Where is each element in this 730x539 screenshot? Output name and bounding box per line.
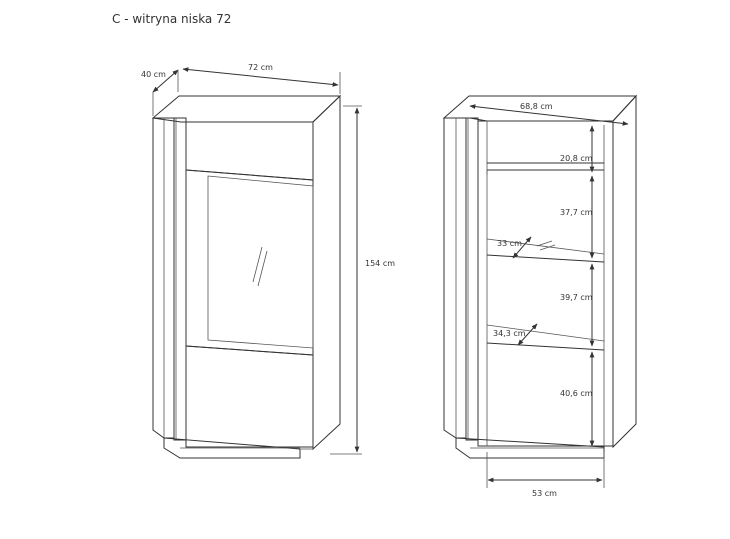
interior-plinth <box>455 437 605 459</box>
diagram-title: C - witryna niska 72 <box>112 12 232 26</box>
shelf-1-label: 20,8 cm <box>560 154 593 163</box>
cabinet-interior-view <box>442 94 638 459</box>
dimension-shelf-depth-upper: 33 cm <box>497 236 532 259</box>
shelf-depth-lower-label: 34,3 cm <box>493 329 526 338</box>
glass-reflection-icon <box>252 246 263 283</box>
dimension-shelf-1: 20,8 cm <box>560 125 595 173</box>
cabinet-plinth <box>163 437 301 459</box>
glass-door <box>185 169 314 356</box>
dimension-inner-width: 68,8 cm <box>469 102 629 126</box>
cabinet-right-side <box>312 94 341 451</box>
dimension-depth: 40 cm <box>141 69 179 116</box>
dimension-shelf-depth-lower: 34,3 cm <box>493 323 538 346</box>
shelf-depth-upper-label: 33 cm <box>497 239 522 248</box>
inner-width-label: 68,8 cm <box>520 102 553 111</box>
shelf-3 <box>486 324 605 351</box>
cabinet-front <box>185 121 314 448</box>
base-width-label: 53 cm <box>532 489 557 498</box>
shelf-glass-icon <box>536 240 553 247</box>
shelf-2 <box>486 238 605 263</box>
interior-left-panel <box>443 117 467 439</box>
dimension-shelf-2: 37,7 cm <box>560 175 595 259</box>
cabinet-left-panel <box>152 117 175 439</box>
dimension-shelf-4: 40,6 cm <box>560 351 595 447</box>
dimension-base-width: 53 cm <box>486 452 605 498</box>
height-label: 154 cm <box>365 259 395 268</box>
dimension-height: 154 cm <box>330 105 395 455</box>
dimension-width: 72 cm <box>182 63 341 94</box>
width-label: 72 cm <box>248 63 273 72</box>
glass-pane <box>207 175 314 349</box>
shelf-1 <box>486 162 604 175</box>
dimension-shelf-3: 39,7 cm <box>560 263 595 347</box>
depth-label: 40 cm <box>141 70 166 79</box>
lower-door-divider <box>185 345 314 356</box>
interior-right-side <box>612 94 637 449</box>
shelf-2-label: 37,7 cm <box>560 208 593 217</box>
shelf-4-label: 40,6 cm <box>560 389 593 398</box>
shelf-3-label: 39,7 cm <box>560 293 593 302</box>
cabinet-front-view <box>151 94 342 459</box>
